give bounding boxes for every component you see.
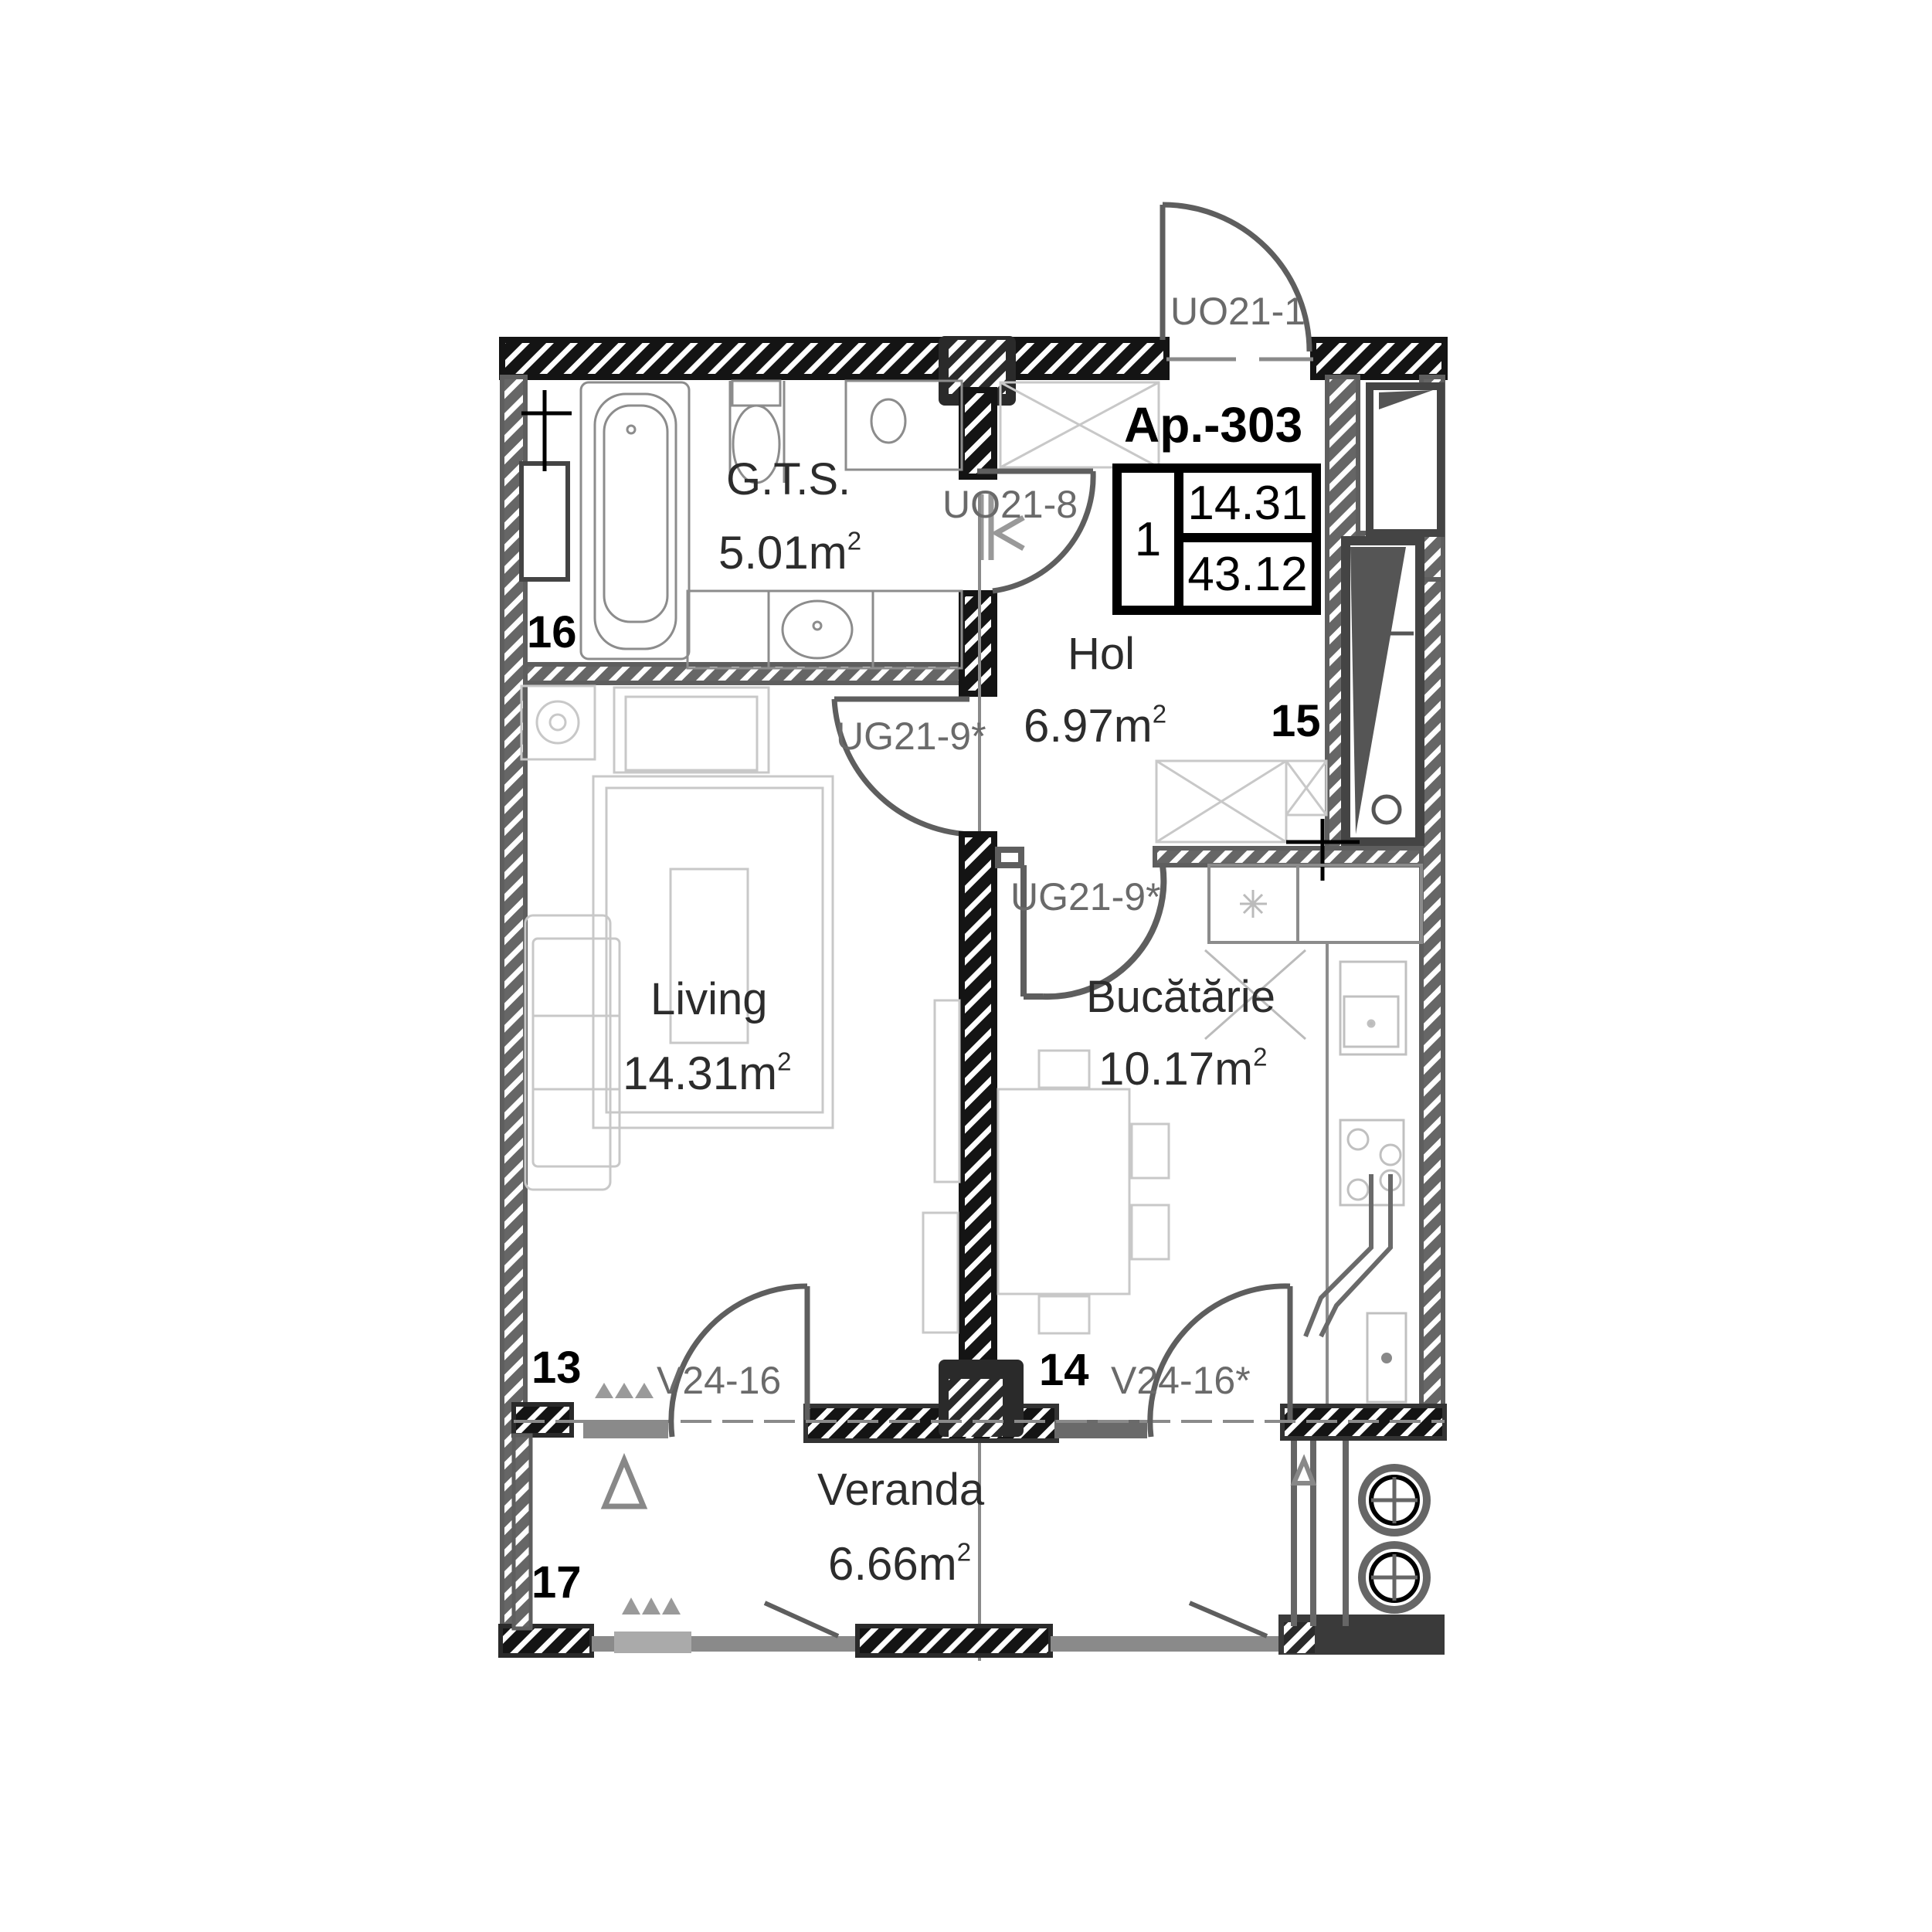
- room-area-veranda: 6.66m2: [828, 1537, 972, 1590]
- door-code-veranda-right: V24-16*: [1111, 1359, 1251, 1402]
- floor-lamp-icon: [520, 684, 596, 761]
- room-number-13: 13: [531, 1343, 582, 1393]
- triangle-marker-icon: [600, 1452, 648, 1509]
- bathtub-icon: [579, 381, 691, 660]
- radiator-icon: [595, 1383, 681, 1615]
- wardrobe-icon: [1366, 382, 1445, 537]
- door-code-entrance: UO21-1: [1170, 290, 1306, 333]
- dining-table-icon: [997, 1088, 1131, 1295]
- washing-machine-cabinet: [519, 461, 570, 582]
- veranda-door-right: [1147, 1283, 1293, 1438]
- kitchen-counter: [1207, 864, 1423, 1414]
- room-number-17: 17: [531, 1557, 582, 1608]
- drain-funnel-icon: [1290, 1454, 1317, 1486]
- door-code-kitchen: UG21-9*: [1010, 875, 1161, 918]
- air-conditioner-icon: [1358, 1464, 1431, 1614]
- boiler-icon: [1366, 1312, 1407, 1404]
- apartment-title: Ap.-303: [1124, 397, 1303, 453]
- sofa-icon: [524, 914, 612, 1191]
- storage-box-icon: [999, 381, 1328, 844]
- room-number-14: 14: [1039, 1345, 1089, 1395]
- veranda-bottom-wall: [498, 1433, 1445, 1658]
- room-name-gts: G.T.S.: [726, 454, 851, 504]
- door-code-bathroom: UO21-8: [942, 483, 1078, 526]
- room-number-16: 16: [527, 607, 577, 657]
- room-name-veranda: Veranda: [817, 1465, 985, 1515]
- partition-wall: [959, 831, 997, 1370]
- room-name-hol: Hol: [1068, 629, 1136, 679]
- entrance-door: [1160, 202, 1313, 362]
- extractor-fan-icon: [1240, 890, 1267, 918]
- armchair-icon: [613, 686, 770, 774]
- room-number-15: 15: [1271, 696, 1321, 746]
- rug-icon: [592, 775, 834, 1129]
- living-door: [831, 696, 970, 837]
- hol-kitchen-wall: [1153, 846, 1424, 868]
- sink-icon: [1339, 960, 1407, 1056]
- living-area-value: 14.31: [1183, 473, 1312, 533]
- room-area-living: 14.31m2: [623, 1047, 792, 1099]
- room-area-bucatarie: 10.17m2: [1098, 1042, 1268, 1095]
- toilet-icon: [728, 379, 786, 484]
- bathroom-door: [977, 468, 1096, 594]
- door-code-veranda-left: V24-16: [657, 1359, 782, 1402]
- electric-panel-icon: [1286, 819, 1360, 881]
- room-name-bucatarie: Bucătărie: [1086, 972, 1276, 1022]
- rooms-count: 1: [1122, 473, 1174, 606]
- shower-drain-icon: [844, 379, 963, 471]
- living-furniture: [520, 684, 961, 1334]
- tv-stand-icon: [933, 999, 961, 1183]
- room-area-hol: 6.97m2: [1024, 699, 1167, 752]
- coffee-table-icon: [669, 868, 749, 1044]
- room-area-gts: 5.01m2: [718, 526, 862, 579]
- kitchen-furniture: [997, 949, 1306, 1335]
- washbasin-icon: [686, 589, 963, 670]
- kitchen-door: [995, 847, 1167, 1000]
- flue-pipe-icon: [1303, 1174, 1393, 1338]
- veranda-door-left: [668, 1283, 810, 1438]
- water-meter-icon: [521, 390, 572, 471]
- cabinet-icon: [922, 1211, 959, 1334]
- veranda-wall: [511, 1360, 1447, 1443]
- apartment-summary-box: 1 14.31 43.12: [1112, 463, 1321, 615]
- tall-cabinet-icon: [1341, 536, 1424, 847]
- drainpipe: [1291, 1441, 1349, 1626]
- total-area-value: 43.12: [1183, 542, 1312, 606]
- door-code-living: UG21-9*: [836, 715, 986, 758]
- room-name-living: Living: [650, 974, 768, 1024]
